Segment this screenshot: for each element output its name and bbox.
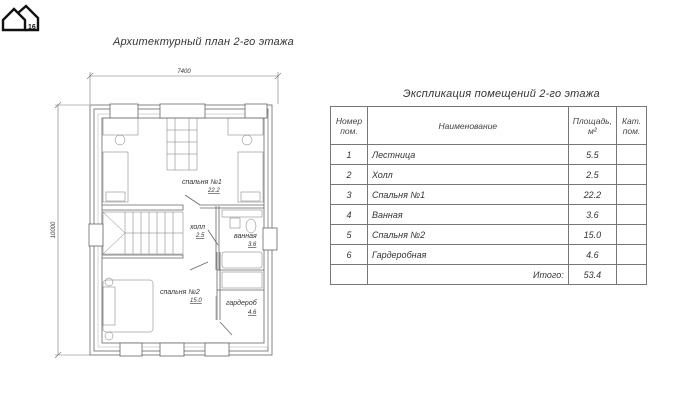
room-area-bathroom: 3.6 (248, 242, 257, 248)
logo-houses-icon: 16 (1, 4, 40, 32)
row-name: Холл (366, 164, 569, 185)
total-value: 53.4 (567, 264, 618, 285)
total-label: Итого: (366, 264, 569, 285)
header-area: Площадь, м² (567, 106, 618, 145)
room-label-bathroom: ванная (234, 233, 257, 240)
room-label-hall: холл (189, 224, 205, 231)
row-num: 5 (330, 224, 368, 245)
room-area-wardrobe: 4.6 (248, 310, 257, 316)
room-area-bedroom-2: 15.0 (190, 298, 202, 304)
row-area: 3.6 (567, 204, 618, 225)
height-dimension (54, 101, 90, 359)
row-num: 1 (330, 144, 368, 165)
room-label-wardrobe: гардероб (226, 299, 258, 307)
row-num: 3 (330, 184, 368, 205)
staircase (102, 211, 184, 255)
header-name: Наименование (366, 106, 569, 145)
total-cat (616, 264, 647, 285)
width-dimension-label: 7400 (177, 69, 191, 75)
table-header-row: Номер пом. Наименование Площадь, м² Кат.… (330, 106, 647, 145)
row-cat (616, 204, 647, 225)
room-label-bedroom-1: спальня №1 (182, 179, 222, 186)
explication-title: Экспликация помещений 2-го этажа (403, 88, 600, 100)
row-name: Гардеробная (366, 244, 569, 265)
row-cat (616, 144, 647, 165)
furniture (102, 117, 264, 341)
row-name: Спальня №2 (366, 224, 569, 245)
row-cat (616, 244, 647, 265)
row-area: 22.2 (567, 184, 618, 205)
total-empty (330, 264, 368, 285)
table-total-row: Итого:53.4 (330, 264, 647, 285)
row-area: 4.6 (567, 244, 618, 265)
explication-table: Номер пом. Наименование Площадь, м² Кат.… (330, 106, 647, 285)
row-cat (616, 224, 647, 245)
header-num: Номер пом. (330, 106, 368, 145)
row-num: 4 (330, 204, 368, 225)
room-label-bedroom-2: спальня №2 (160, 289, 200, 296)
logo-text: 16 (28, 24, 36, 31)
height-dimension-label: 10000 (51, 221, 57, 238)
plan-title: Архитектурный план 2-го этажа (113, 36, 294, 48)
row-name: Лестница (366, 144, 569, 165)
row-area: 2.5 (567, 164, 618, 185)
header-cat: Кат. пом. (616, 106, 647, 145)
room-area-bedroom-1: 22.2 (207, 188, 220, 194)
row-name: Ванная (366, 204, 569, 225)
row-num: 6 (330, 244, 368, 265)
row-name: Спальня №1 (366, 184, 569, 205)
room-labels: спальня №1 22.2 холл 2.5 ванная 3.6 спал… (160, 179, 258, 316)
row-area: 5.5 (567, 144, 618, 165)
row-area: 15.0 (567, 224, 618, 245)
room-area-hall: 2.5 (195, 233, 205, 239)
row-cat (616, 164, 647, 185)
row-cat (616, 184, 647, 205)
row-num: 2 (330, 164, 368, 185)
width-dimension (86, 72, 282, 104)
walls (88, 103, 278, 357)
